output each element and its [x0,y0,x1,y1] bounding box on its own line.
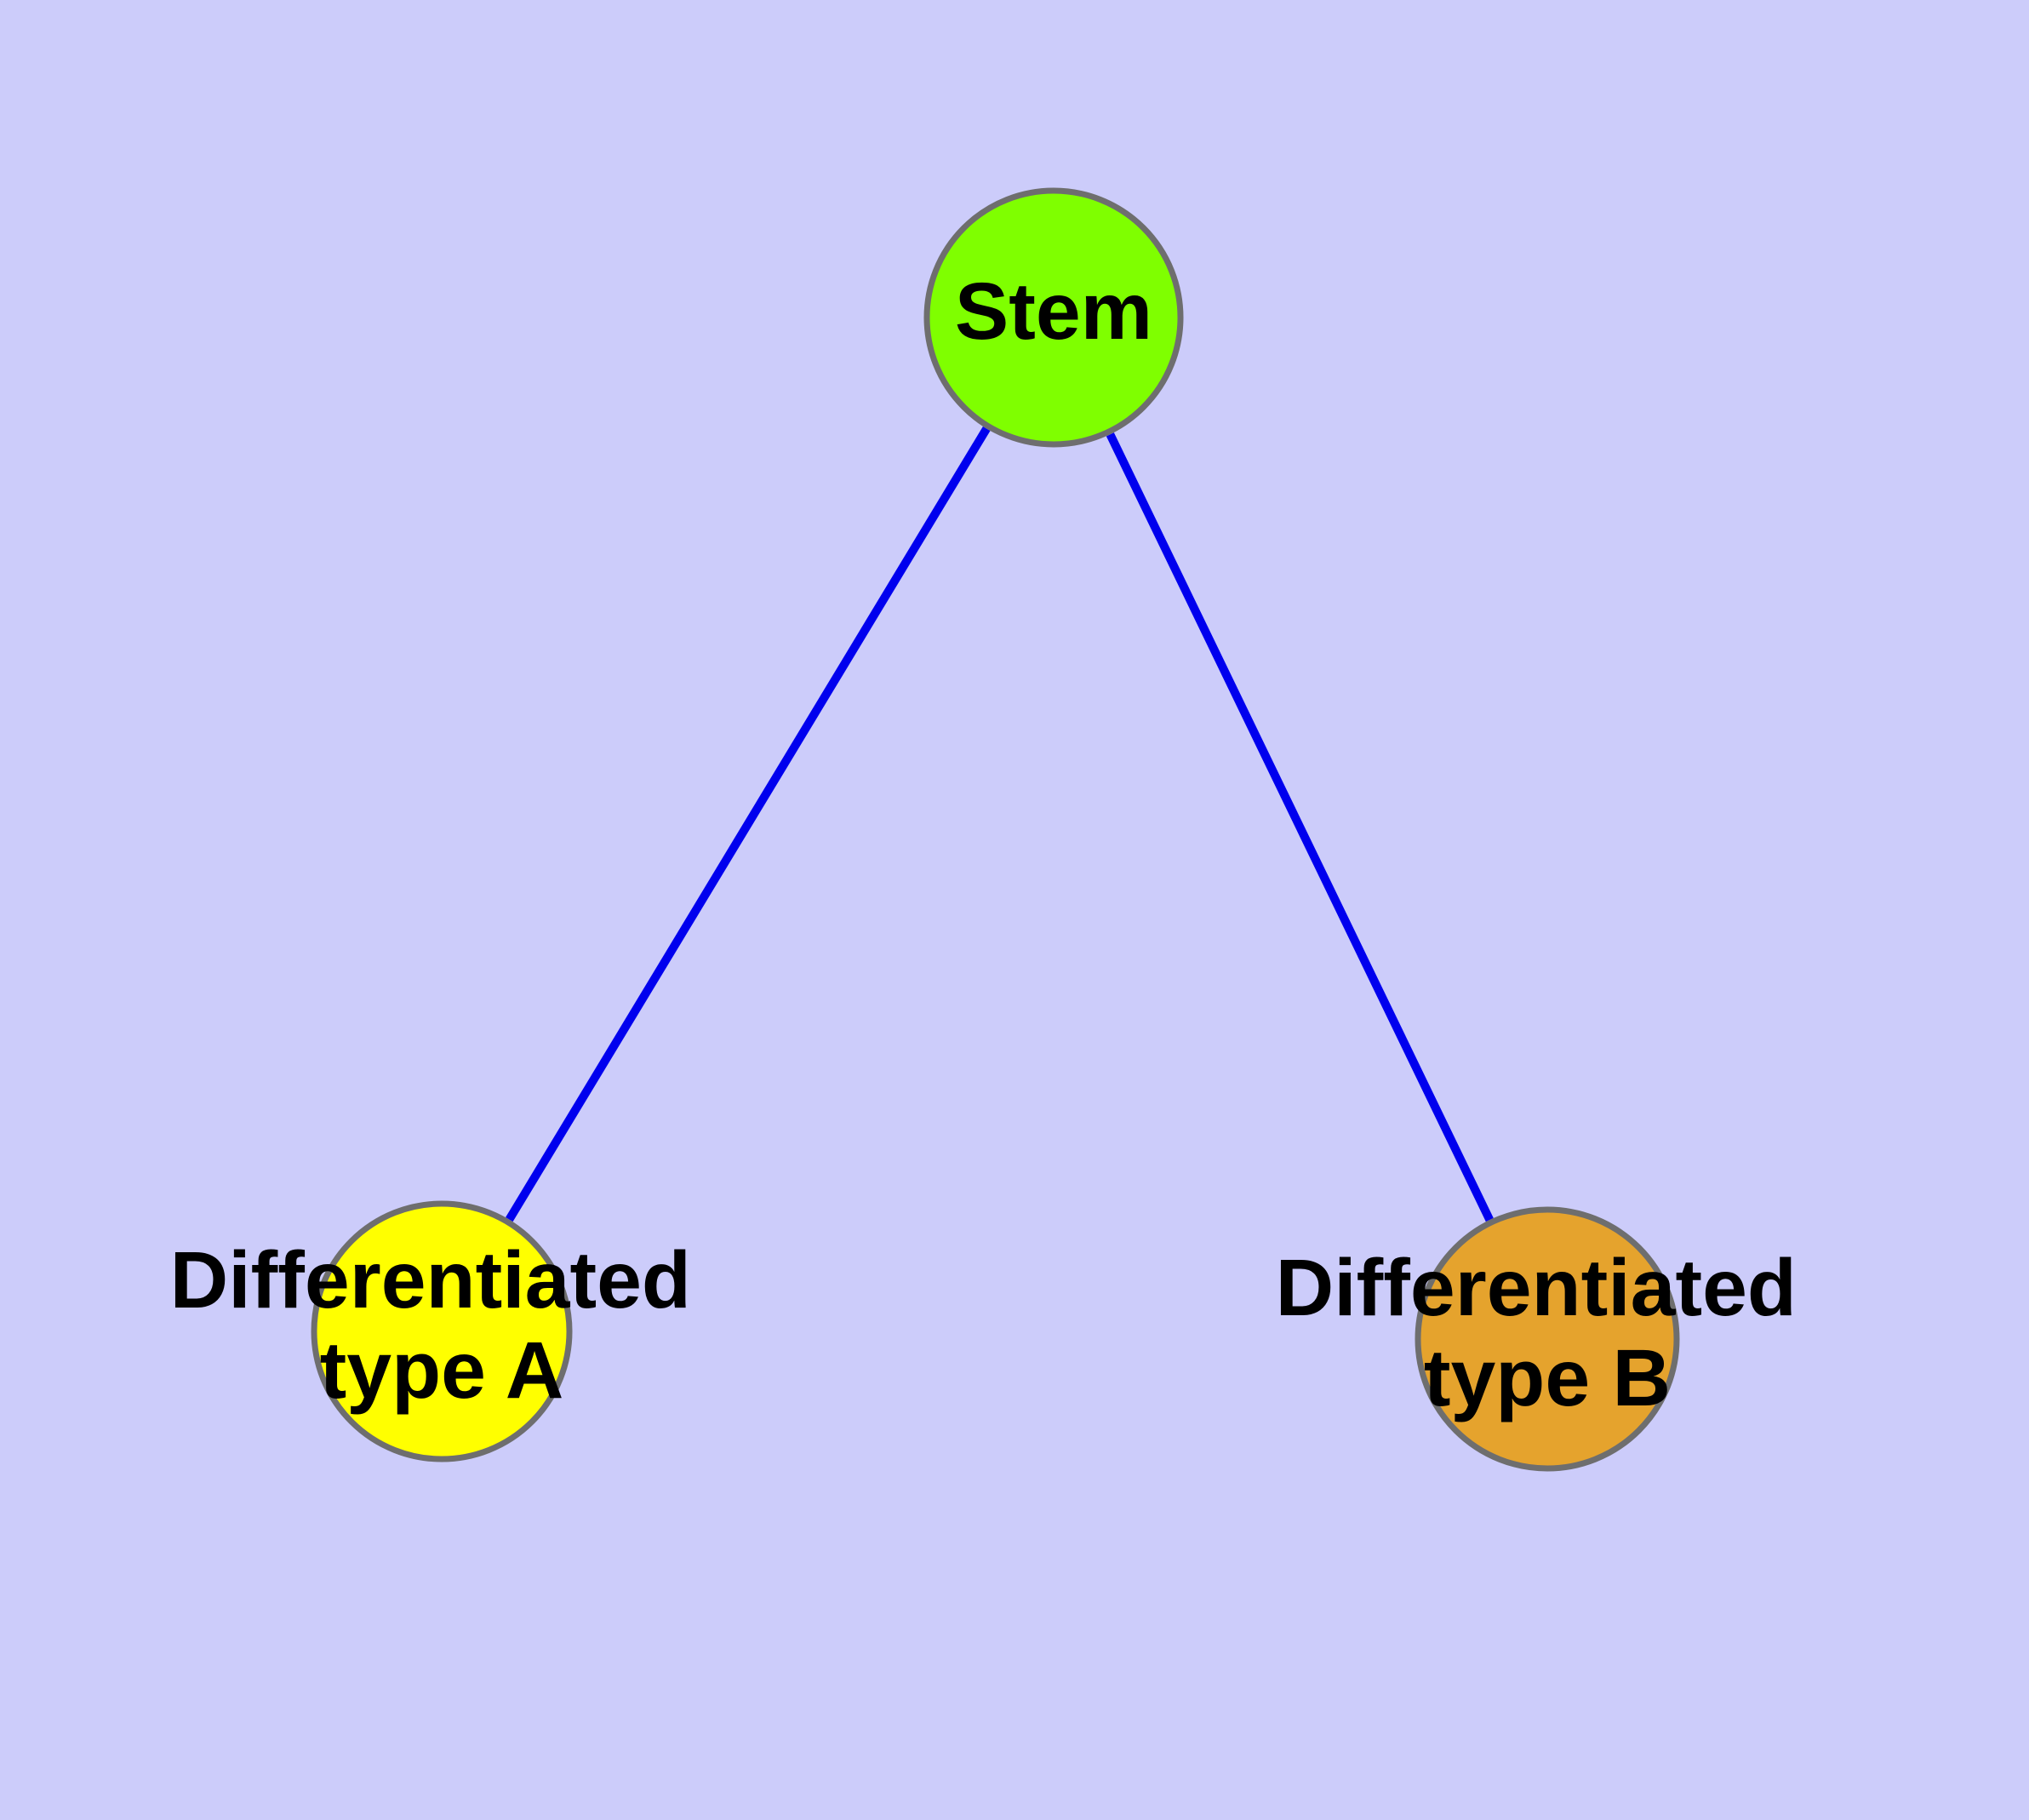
node-differentiated-type-a-circle[interactable] [311,1200,573,1462]
node-differentiated-type-b-label-line-2: type B [1424,1333,1671,1423]
label-layer: Stem Differentiated type A Differentiate… [170,266,1820,1423]
node-differentiated-type-a-label-line-2: type A [320,1325,564,1416]
node-layer [311,187,1680,1472]
node-differentiated-type-b-label-line-1: Differentiated [1276,1243,1797,1333]
edge-stem-to-differentiated-type-a[interactable] [506,426,991,1222]
node-differentiated-type-a-label-line-1: Differentiated [170,1235,691,1325]
node-differentiated-type-b-label: Differentiated type B [1276,1243,1820,1423]
node-differentiated-type-a-label: Differentiated type A [170,1235,714,1416]
edge-layer [506,426,1494,1222]
node-stem-label-line-1: Stem [955,266,1152,357]
node-differentiated-type-b-circle[interactable] [1415,1206,1680,1472]
node-stem-circle[interactable] [923,187,1184,448]
node-stem-label: Stem [955,266,1152,357]
edge-stem-to-differentiated-type-b[interactable] [1106,432,1494,1222]
